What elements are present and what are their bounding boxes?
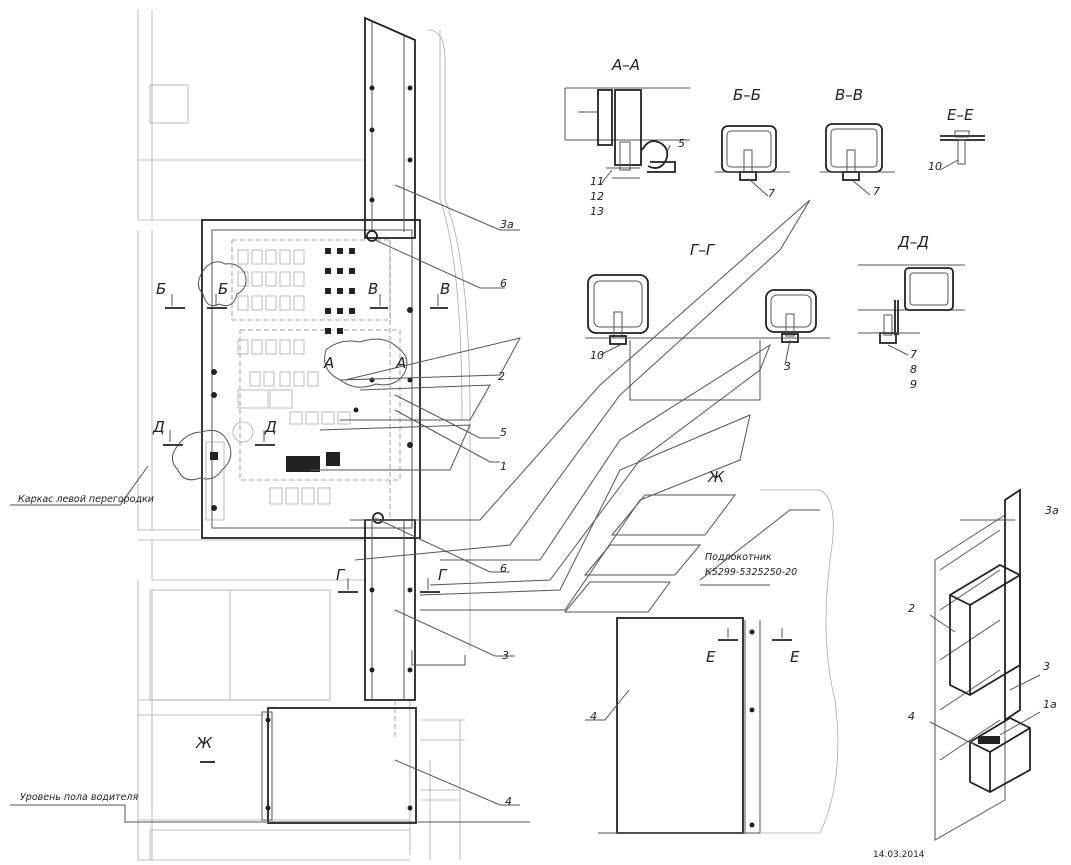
view-title-zh: Ж: [707, 468, 725, 486]
marker-g-left: Г: [336, 566, 346, 584]
callout-7-vv: 7: [873, 185, 880, 198]
callout-11: 11: [590, 175, 604, 188]
section-b-b-detail: [715, 125, 790, 181]
drawing-date: 14.03.2014: [873, 850, 925, 860]
section-title-a-a: А–А: [611, 56, 640, 74]
callout-10-ee: 10: [928, 160, 942, 173]
section-a-a-detail: [564, 87, 690, 179]
marker-a-left: А: [323, 354, 334, 372]
note-armrest-code: К5299-5325250-20: [705, 567, 797, 578]
callout-3-iso: 3: [1043, 660, 1050, 673]
callout-3-main: 3: [502, 649, 509, 662]
callout-1a-iso: 1а: [1043, 698, 1057, 711]
section-d-d-detail: [858, 264, 965, 344]
section-markers: Б Б В В А А Д Д Г Г Е Е Ж: [152, 280, 800, 752]
callout-7-bb: 7: [768, 187, 775, 200]
isometric-assembly-view: [934, 488, 1031, 841]
section-title-g-g: Г–Г: [690, 241, 716, 259]
callout-2-main: 2: [498, 370, 505, 383]
callout-3-gg: 3: [784, 360, 791, 373]
note-partition-frame: Каркас левой перегородки: [18, 494, 154, 505]
marker-d-left: Д: [152, 418, 165, 436]
callout-13: 13: [590, 205, 604, 218]
partition-frame: [137, 10, 465, 861]
leader-lines: [10, 144, 1041, 823]
marker-e-right: Е: [790, 648, 800, 666]
callout-10-gg: 10: [590, 349, 604, 362]
section-v-v-detail: [820, 123, 895, 181]
marker-e-left: Е: [706, 648, 716, 666]
callout-12: 12: [590, 190, 604, 203]
annotations: Каркас левой перегородки Уровень пола во…: [18, 494, 925, 860]
callout-9-dd: 9: [910, 378, 917, 391]
note-floor-level: Уровень пола водителя: [20, 792, 138, 803]
marker-d-right: Д: [264, 418, 277, 436]
callout-1-main: 1: [500, 460, 507, 473]
callout-5-main: 5: [500, 426, 507, 439]
note-armrest: Подлокотник: [705, 552, 772, 563]
section-titles: А–А Б–Б В–В Е–Е Г–Г Д–Д Ж: [611, 56, 974, 486]
section-g-g-detail: [585, 274, 830, 401]
callout-4-right: 4: [590, 710, 597, 723]
section-title-b-b: Б–Б: [733, 86, 761, 104]
callout-numbers: 3а 6 2 5 1 6 3 4 4 5 11 12 13 7 7 10 10 …: [498, 137, 1059, 808]
section-lead-lines: [310, 199, 811, 613]
marker-b-left: Б: [156, 280, 166, 298]
callout-3a-iso: 3а: [1045, 504, 1059, 517]
section-arrows: [163, 294, 792, 763]
box-4-right: [598, 489, 839, 834]
section-e-e-detail: [940, 130, 985, 165]
marker-g-right: Г: [438, 566, 448, 584]
marker-zh-view: Ж: [195, 734, 213, 752]
callout-3a-main: 3а: [500, 218, 514, 231]
marker-v-left: В: [368, 280, 378, 298]
callout-4-iso: 4: [908, 710, 915, 723]
callout-7-dd: 7: [910, 348, 917, 361]
callout-8-dd: 8: [910, 363, 917, 376]
box-4-left: [261, 707, 417, 824]
callout-6-bottom: 6: [500, 562, 507, 575]
marker-a-right: А: [395, 354, 406, 372]
section-title-v-v: В–В: [835, 86, 863, 104]
callout-4-left: 4: [505, 795, 512, 808]
section-title-e-e: Е–Е: [947, 106, 974, 124]
callout-5-detail: 5: [678, 137, 685, 150]
callout-6-top: 6: [500, 277, 507, 290]
marker-b-right: Б: [218, 280, 228, 298]
section-title-d-d: Д–Д: [897, 233, 929, 251]
callout-2-iso: 2: [908, 602, 915, 615]
marker-v-right: В: [440, 280, 450, 298]
